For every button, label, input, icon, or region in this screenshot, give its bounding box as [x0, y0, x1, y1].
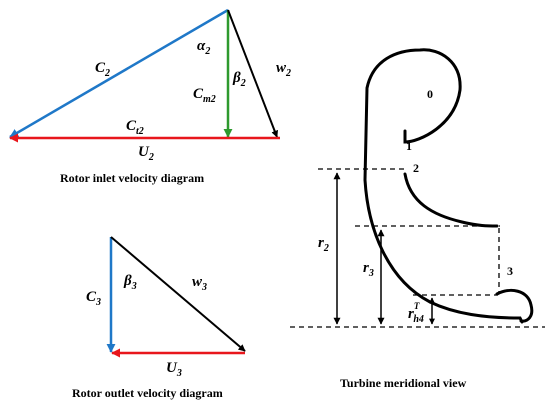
- station-1-label: 1: [406, 139, 412, 153]
- hub-inner-contour: [403, 172, 499, 228]
- inlet-label-w2: w2: [276, 60, 291, 79]
- inlet-label-beta2: β2: [232, 70, 246, 89]
- label-r3: r3: [363, 260, 374, 279]
- outlet-w3-vector: [110, 236, 246, 352]
- outlet-label-beta3: β3: [123, 273, 137, 292]
- outlet-label-c3: C3: [86, 289, 101, 308]
- inlet-caption: Rotor inlet velocity diagram: [60, 171, 204, 185]
- inlet-label-alpha2: α2: [197, 38, 210, 57]
- outlet-caption: Rotor outlet velocity diagram: [72, 386, 223, 400]
- inlet-label-u2: U2: [138, 144, 154, 163]
- outlet-velocity-diagram: C3 β3 w3 U3 Rotor outlet velocity diagra…: [72, 236, 246, 400]
- outlet-label-w3: w3: [192, 274, 207, 293]
- inlet-label-cm2: Cm2: [193, 86, 216, 105]
- station-3-label: 3: [507, 264, 513, 278]
- station-0-label: 0: [427, 87, 433, 101]
- outlet-label-u3: U3: [166, 360, 182, 379]
- inlet-label-c2: C2: [95, 60, 110, 79]
- inlet-label-ct2: Ct2: [126, 118, 144, 137]
- station-2-label: 2: [413, 161, 419, 175]
- inlet-c2-vector: [9, 8, 229, 139]
- volute-outer-contour: [363, 48, 524, 324]
- inlet-w2-vector: [227, 9, 278, 138]
- shroud-exit-contour: [495, 288, 534, 323]
- meridional-caption: Turbine meridional view: [340, 376, 467, 390]
- inlet-velocity-diagram: C2 α2 β2 Cm2 w2 Ct2 U2 Rotor inlet veloc…: [9, 8, 291, 185]
- label-r2: r2: [318, 235, 329, 254]
